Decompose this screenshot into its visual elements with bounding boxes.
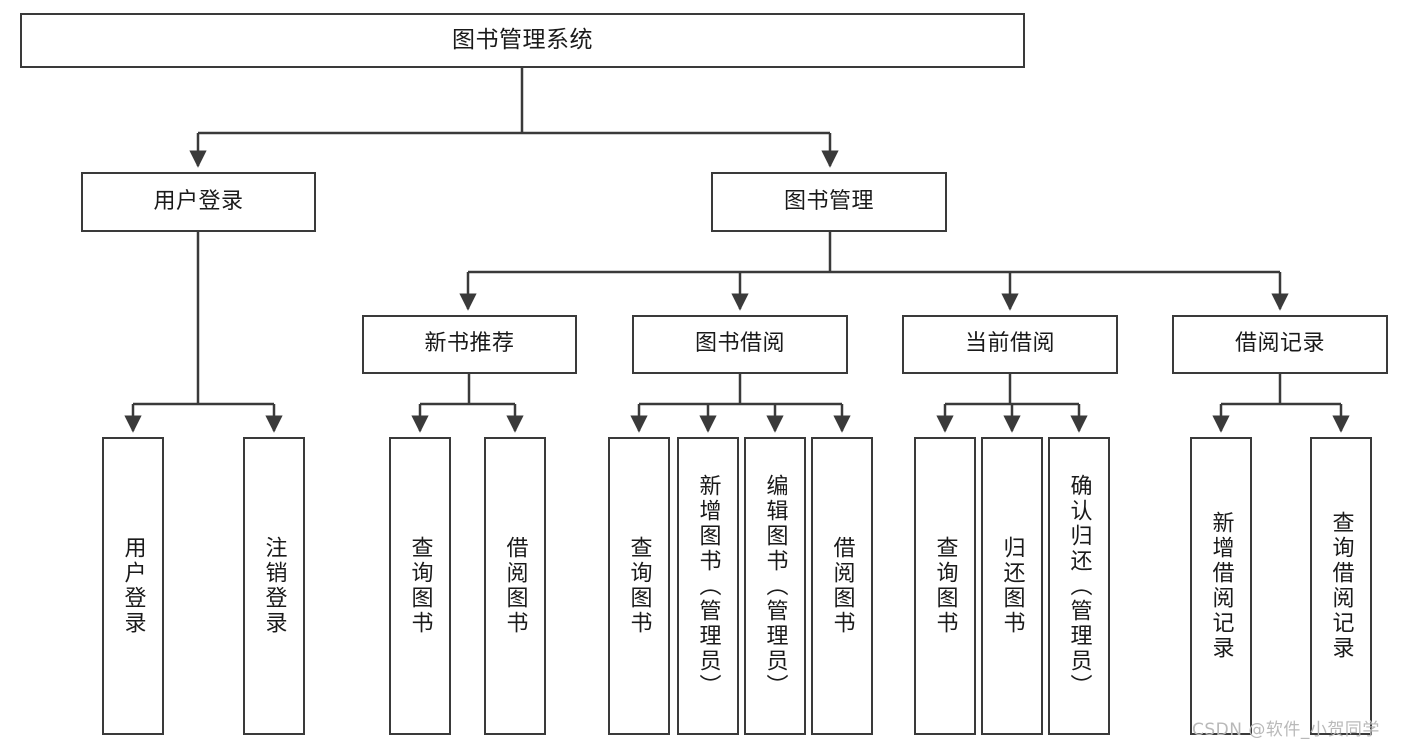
node-borrow-record[interactable]: 借阅记录	[1172, 315, 1388, 374]
node-new-book-recommend[interactable]: 新书推荐	[362, 315, 577, 374]
leaf-edit-book-admin[interactable]: 编辑图书（管理员）	[744, 437, 806, 735]
leaf-confirm-return-admin[interactable]: 确认归还（管理员）	[1048, 437, 1110, 735]
leaf-query-borrow-record[interactable]: 查询借阅记录	[1310, 437, 1372, 735]
leaf-query-book-current[interactable]: 查询图书	[914, 437, 976, 735]
node-current-borrow[interactable]: 当前借阅	[902, 315, 1118, 374]
leaf-add-borrow-record[interactable]: 新增借阅记录	[1190, 437, 1252, 735]
leaf-user-login[interactable]: 用户登录	[102, 437, 164, 735]
leaf-return-book[interactable]: 归还图书	[981, 437, 1043, 735]
leaf-borrow-book[interactable]: 借阅图书	[811, 437, 873, 735]
leaf-logout[interactable]: 注销登录	[243, 437, 305, 735]
node-user-login[interactable]: 用户登录	[81, 172, 316, 232]
node-book-borrow[interactable]: 图书借阅	[632, 315, 848, 374]
leaf-query-book-recommend[interactable]: 查询图书	[389, 437, 451, 735]
csdn-watermark: CSDN @软件_小贺同学	[1192, 720, 1380, 740]
node-book-management[interactable]: 图书管理	[711, 172, 947, 232]
node-root-system[interactable]: 图书管理系统	[20, 13, 1025, 68]
leaf-borrow-book-recommend[interactable]: 借阅图书	[484, 437, 546, 735]
leaf-query-book-borrow[interactable]: 查询图书	[608, 437, 670, 735]
leaf-add-book-admin[interactable]: 新增图书（管理员）	[677, 437, 739, 735]
